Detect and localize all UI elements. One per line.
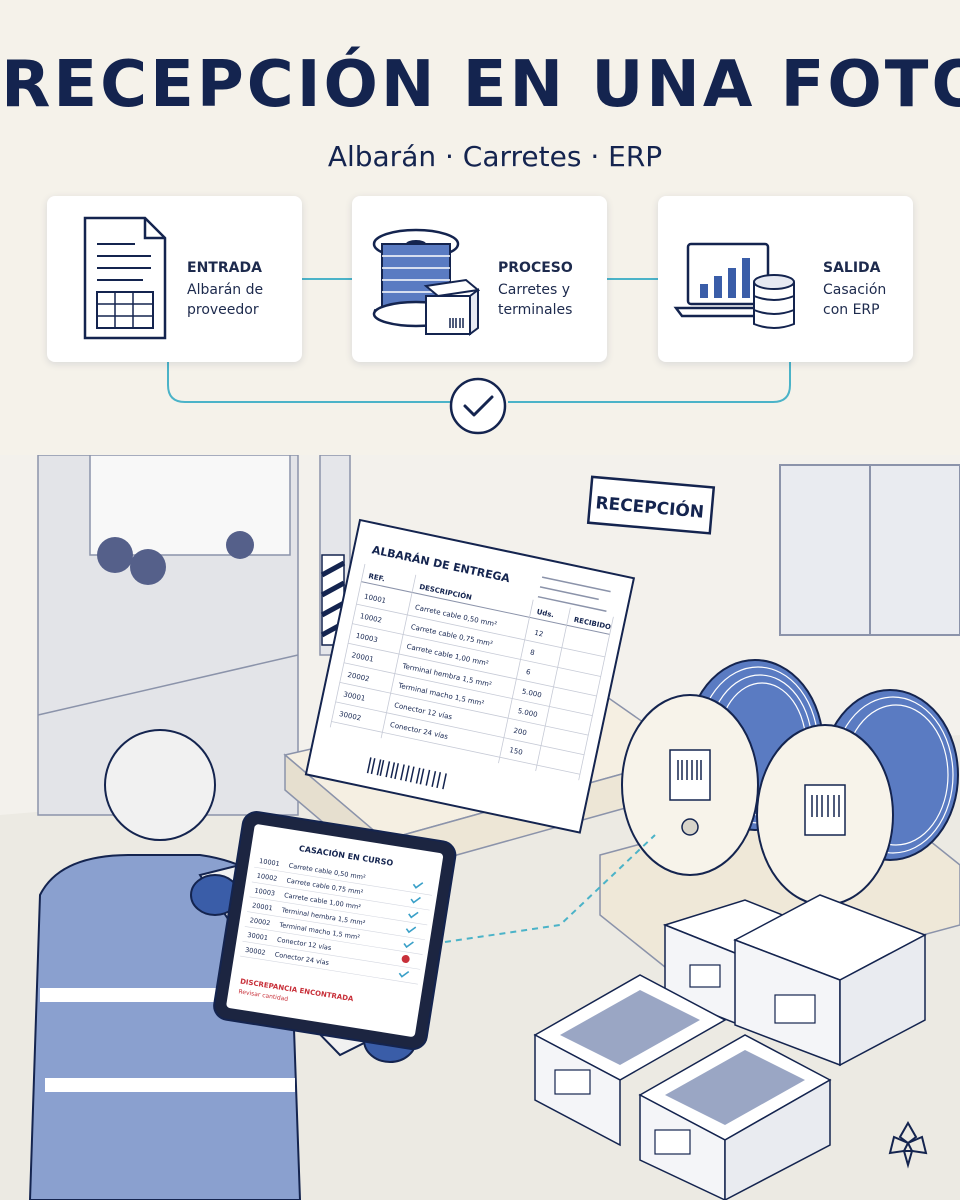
check-icon — [410, 896, 421, 904]
step-line: con ERP — [823, 302, 880, 318]
barcode — [366, 757, 447, 790]
truck-trailer — [89, 455, 291, 556]
table-rule — [535, 607, 571, 772]
warehouse-scene: RECEPCIÓN ALBARÁN DE ENTREGA REF.DESCRIP… — [0, 455, 960, 1200]
table-rule — [244, 926, 423, 955]
check-icon — [412, 882, 424, 889]
document-icon — [83, 216, 167, 340]
tablet-cell-ref: 20001 — [252, 901, 274, 912]
table-header: Uds. — [536, 608, 555, 619]
step-card-proceso: PROCESO Carretes y terminales — [352, 196, 607, 362]
tablet-cell-ref: 10001 — [259, 857, 281, 868]
step-title: SALIDA — [823, 260, 881, 276]
tablet-cell-ref: 20002 — [249, 916, 271, 927]
check-icon — [408, 911, 419, 919]
cable-reel-icon — [372, 228, 480, 336]
tablet-cell-ref: 10002 — [256, 872, 278, 883]
table-rule — [352, 623, 601, 677]
step-card-salida: SALIDA Casación con ERP — [658, 196, 913, 362]
cardboard-box — [733, 894, 927, 1067]
flower-logo — [888, 1120, 928, 1169]
tablet-cell-ref: 10003 — [254, 887, 276, 898]
table-cell-qty: 12 — [534, 629, 544, 639]
step-line: terminales — [498, 302, 573, 318]
table-cell-qty: 200 — [513, 727, 528, 738]
step-card-entrada: ENTRADA Albarán de proveedor — [47, 196, 302, 362]
check-icon — [403, 941, 414, 949]
warning-icon — [401, 954, 410, 963]
tablet-cell-ref: 30001 — [247, 931, 269, 942]
table-rule — [380, 574, 417, 739]
check-icon — [405, 926, 417, 934]
flow-connectors — [167, 278, 791, 435]
table-cell-qty: 6 — [525, 668, 532, 677]
connector-line — [508, 362, 791, 403]
step-title: PROCESO — [498, 260, 573, 276]
terminal-bin — [533, 974, 727, 1147]
table-rule — [249, 896, 428, 926]
step-title: ENTRADA — [187, 260, 262, 276]
reception-sign: RECEPCIÓN — [586, 475, 716, 535]
table-rule — [578, 616, 614, 781]
page-title: RECEPCIÓN EN UNA FOTO — [1, 48, 960, 122]
table-rule — [339, 681, 589, 736]
table-rule — [348, 642, 597, 697]
table-rule — [254, 866, 433, 896]
table-rule — [240, 955, 418, 985]
table-cell-qty: 150 — [509, 746, 524, 757]
table-cell-qty: 5.000 — [517, 707, 538, 719]
table-header: REF. — [368, 572, 386, 583]
delivery-note: ALBARÁN DE ENTREGA REF.DESCRIPCIÓNUds.RE… — [304, 518, 636, 834]
step-line: Casación — [823, 282, 887, 298]
laptop-database-icon — [673, 242, 795, 329]
table-rule — [331, 721, 581, 775]
tablet-cell-ref: 30002 — [245, 946, 267, 957]
table-rule — [335, 701, 585, 756]
connector-line — [167, 362, 452, 403]
table-rule — [247, 911, 425, 941]
step-line: Albarán de — [187, 282, 264, 298]
check-icon — [398, 970, 410, 978]
table-rule — [242, 940, 421, 970]
table-rule — [329, 563, 366, 728]
scan-path — [444, 834, 656, 943]
table-rule — [251, 881, 430, 911]
table-cell-qty: 5.000 — [521, 687, 542, 699]
table-cell-qty: 8 — [529, 648, 535, 657]
checkmark-icon — [449, 377, 507, 435]
worker-head — [104, 729, 216, 841]
step-line: proveedor — [187, 302, 259, 318]
table-rule — [498, 599, 534, 764]
cable-reel — [756, 689, 959, 906]
table-rule — [343, 662, 593, 716]
page-subtitle: Albarán · Carretes · ERP — [327, 140, 663, 173]
table-rule — [361, 581, 610, 635]
terminal-bin — [638, 1034, 832, 1200]
step-line: Carretes y — [498, 282, 571, 298]
table-rule — [356, 603, 605, 658]
